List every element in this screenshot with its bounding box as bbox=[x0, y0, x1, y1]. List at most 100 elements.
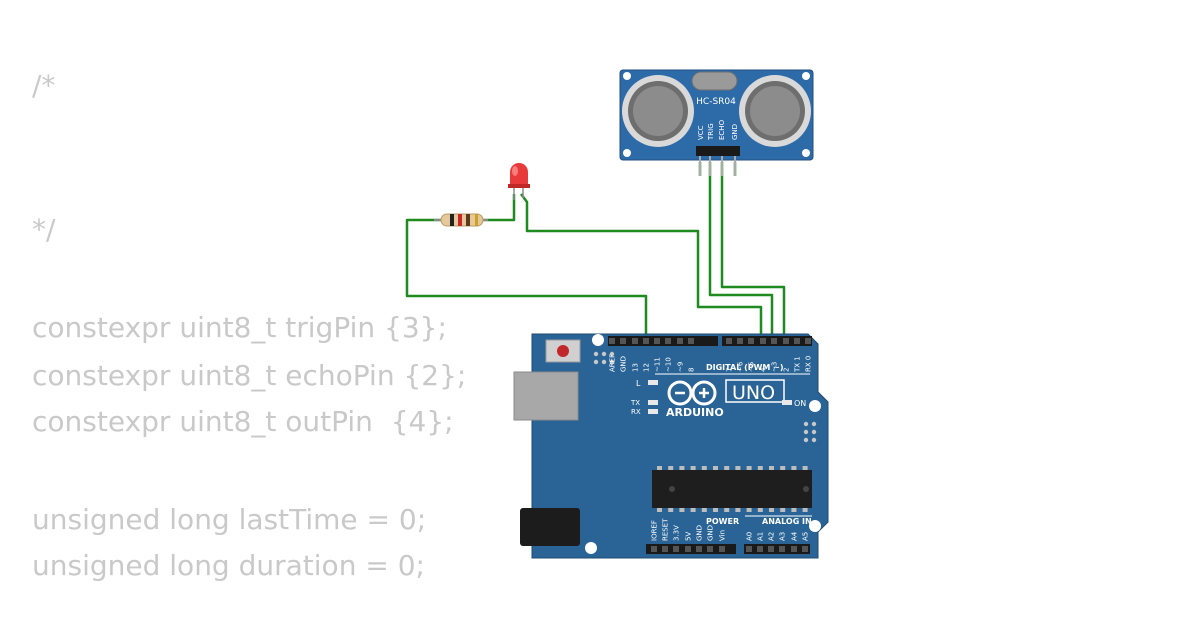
digital-header-label: DIGITAL (PWM ~) bbox=[706, 363, 784, 372]
analog-pin-0[interactable] bbox=[746, 546, 752, 552]
chip-pin-bottom-9 bbox=[757, 508, 763, 512]
icsp-header-2 bbox=[803, 421, 817, 443]
wires bbox=[405, 162, 786, 340]
wire-led-anode-to-pin4 bbox=[520, 193, 763, 340]
pin-5-10[interactable] bbox=[748, 338, 754, 344]
pin-2-13[interactable] bbox=[783, 338, 789, 344]
chip-pin-top-5 bbox=[713, 466, 718, 470]
chip-pin-top-9 bbox=[757, 466, 763, 470]
header-analog bbox=[744, 544, 810, 554]
chip-pin-top-8 bbox=[746, 466, 752, 470]
chip-pin-top-3 bbox=[690, 466, 696, 470]
power-pin-label-3: 5V bbox=[685, 532, 693, 541]
pin-3-12[interactable] bbox=[771, 338, 777, 344]
power-pin-4[interactable] bbox=[696, 546, 702, 552]
code-line-2: */ bbox=[32, 213, 56, 246]
usb-port bbox=[513, 371, 579, 421]
pin-label-0: AREF bbox=[609, 354, 617, 372]
chip-pin-top-1 bbox=[668, 466, 674, 470]
power-pin-5[interactable] bbox=[707, 546, 713, 552]
chip-pin-bottom-6 bbox=[724, 508, 730, 512]
sensor-pin-header bbox=[696, 146, 740, 156]
pin-10-5[interactable] bbox=[665, 338, 671, 344]
analog-pin-2[interactable] bbox=[768, 546, 774, 552]
power-pin-label-5: GND bbox=[707, 525, 715, 541]
chip-pin-top-7 bbox=[735, 466, 741, 470]
pin-7-8[interactable] bbox=[726, 338, 732, 344]
code-line-6: unsigned long lastTime = 0; bbox=[32, 503, 427, 536]
power-pin-2[interactable] bbox=[673, 546, 679, 552]
header-top-right bbox=[722, 336, 812, 346]
led-l-label: L bbox=[636, 379, 641, 388]
pin-gnd-1[interactable] bbox=[620, 338, 626, 344]
sensor-pin-trig-label: TRIG bbox=[707, 123, 715, 141]
pin-rx-0-15[interactable] bbox=[805, 338, 811, 344]
analog-pin-label-2: A2 bbox=[768, 532, 776, 541]
power-pin-6[interactable] bbox=[719, 546, 725, 552]
analog-pin-3[interactable] bbox=[779, 546, 785, 552]
chip-pin-bottom-13 bbox=[802, 508, 808, 512]
reset-button[interactable] bbox=[557, 345, 569, 357]
code-line-5: constexpr uint8_t outPin {4}; bbox=[32, 405, 454, 438]
wire-led-cathode-to-resistor bbox=[480, 194, 516, 222]
chip-pin-bottom-7 bbox=[735, 508, 741, 512]
pin-13-2[interactable] bbox=[632, 338, 638, 344]
pin-4-11[interactable] bbox=[760, 338, 766, 344]
code-line-1: /* bbox=[32, 69, 56, 102]
pin-tx-1-14[interactable] bbox=[794, 338, 800, 344]
header-top-left bbox=[608, 336, 718, 346]
pin-6-9[interactable] bbox=[737, 338, 743, 344]
analog-pin-1[interactable] bbox=[757, 546, 763, 552]
pin-9-6[interactable] bbox=[677, 338, 683, 344]
power-pin-label-6: Vin bbox=[719, 530, 727, 541]
analog-pin-label-0: A0 bbox=[746, 532, 754, 541]
power-pin-1[interactable] bbox=[662, 546, 668, 552]
chip-pin-bottom-4 bbox=[701, 508, 707, 512]
chip-pin-top-0 bbox=[657, 466, 662, 470]
chip-pin-top-4 bbox=[701, 466, 707, 470]
atmega-chip bbox=[652, 470, 812, 508]
pin-label-7: 8 bbox=[688, 368, 696, 372]
pin-aref-0[interactable] bbox=[609, 338, 615, 344]
pin-label-5: ~10 bbox=[665, 357, 673, 372]
wire-echo-to-pin2 bbox=[720, 162, 786, 340]
resistor bbox=[434, 213, 488, 227]
analog-pin-4[interactable] bbox=[791, 546, 797, 552]
chip-pin-bottom-10 bbox=[769, 508, 774, 512]
chip-pin-top-10 bbox=[769, 466, 774, 470]
wire-trig-to-pin3 bbox=[708, 162, 774, 340]
analog-pin-label-1: A1 bbox=[757, 532, 765, 541]
chip-pin-bottom-1 bbox=[668, 508, 674, 512]
pin-label-3: 12 bbox=[643, 363, 651, 372]
power-jack bbox=[520, 508, 580, 546]
pin-label-2: 13 bbox=[632, 363, 640, 372]
pin-label-10: ~5 bbox=[748, 362, 756, 372]
sensor-pin-gnd-label: GND bbox=[731, 124, 739, 140]
arduino-brand-label: ARDUINO bbox=[666, 406, 724, 419]
power-pin-3[interactable] bbox=[685, 546, 691, 552]
analog-header-label: ANALOG IN bbox=[762, 517, 812, 526]
pin-11-4[interactable] bbox=[654, 338, 660, 344]
chip-pin-top-2 bbox=[679, 466, 685, 470]
analog-pin-label-5: A5 bbox=[802, 532, 810, 541]
code-line-4: constexpr uint8_t echoPin {2}; bbox=[32, 359, 467, 392]
arduino-logo bbox=[667, 380, 717, 406]
power-pin-label-4: GND bbox=[696, 525, 704, 541]
sensor-pin-vcc-label: VCC bbox=[697, 125, 705, 140]
pin-12-3[interactable] bbox=[643, 338, 649, 344]
transducer-right bbox=[739, 75, 811, 147]
chip-pin-bottom-8 bbox=[746, 508, 752, 512]
pin-label-14: TX 1 bbox=[794, 356, 802, 373]
pin-label-4: ~11 bbox=[654, 357, 662, 372]
pin-8-7[interactable] bbox=[688, 338, 694, 344]
analog-pin-5[interactable] bbox=[802, 546, 808, 552]
led-on-label: ON bbox=[794, 399, 806, 408]
power-pin-0[interactable] bbox=[651, 546, 657, 552]
pin-label-13: 2 bbox=[783, 368, 791, 372]
pin-label-1: GND bbox=[620, 356, 628, 372]
chip-pin-bottom-0 bbox=[657, 508, 662, 512]
chip-pin-top-11 bbox=[780, 466, 786, 470]
pin-label-9: ~6 bbox=[737, 361, 745, 372]
power-pin-label-0: IOREF bbox=[651, 520, 659, 541]
pin-label-11: 4 bbox=[760, 367, 768, 372]
